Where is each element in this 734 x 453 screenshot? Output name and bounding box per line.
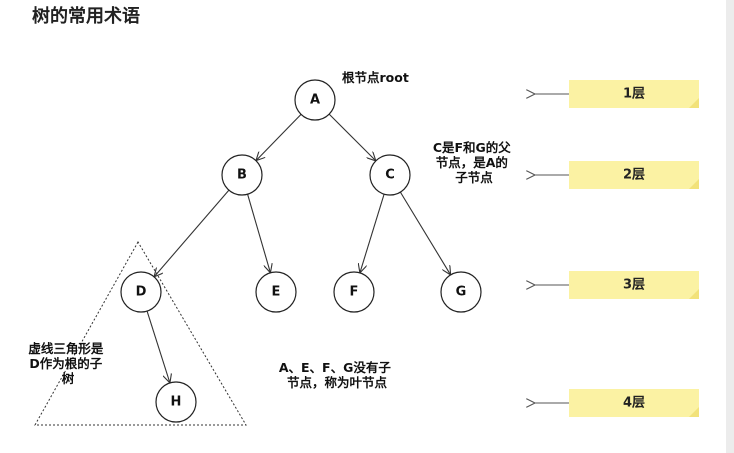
level-label: 4层 xyxy=(623,396,645,411)
node-label: E xyxy=(272,285,281,300)
parent-annotation-line-3: 子节点 xyxy=(455,170,493,185)
sticky-note xyxy=(569,389,699,417)
level-label: 1层 xyxy=(623,87,645,102)
note-fold xyxy=(689,289,699,299)
subtree-annotation-line-2: D作为根的子 xyxy=(29,356,102,371)
parent-annotation-line-1: C是F和G的父 xyxy=(433,140,511,155)
leaf-annotation: A、E、F、G没有子 节点，称为叶节点 xyxy=(279,360,395,390)
node-circle xyxy=(369,154,411,196)
node-a: A xyxy=(294,79,336,121)
level-note-4: 4层 xyxy=(534,389,699,417)
node-e: E xyxy=(255,271,297,313)
edges-layer xyxy=(146,113,450,382)
edge-d-h xyxy=(146,310,170,382)
edge-b-e xyxy=(247,194,271,272)
node-circle xyxy=(120,271,162,313)
node-label: D xyxy=(136,285,147,300)
edge-a-b xyxy=(257,113,302,160)
scrollbar-track xyxy=(726,0,734,453)
node-circle xyxy=(155,381,197,423)
level-note-2: 2层 xyxy=(534,161,699,189)
note-fold xyxy=(689,98,699,108)
node-d: D xyxy=(120,271,162,313)
page-title: 树的常用术语 xyxy=(32,6,140,27)
note-fold xyxy=(689,179,699,189)
nodes-layer: A B C D E F G H xyxy=(120,79,482,423)
subtree-triangle xyxy=(34,240,247,426)
node-label: H xyxy=(171,395,182,410)
node-label: F xyxy=(350,285,359,300)
edge-c-g xyxy=(399,191,450,274)
parent-annotation: C是F和G的父 节点，是A的 子节点 xyxy=(433,140,515,185)
edge-a-c xyxy=(328,113,375,160)
root-annotation: 根节点root xyxy=(342,70,409,85)
node-circle xyxy=(221,154,263,196)
node-circle xyxy=(440,271,482,313)
node-label: G xyxy=(456,285,467,300)
levels-layer: 1层 2层 3层 4层 xyxy=(534,80,699,417)
sticky-note xyxy=(569,80,699,108)
sticky-note xyxy=(569,271,699,299)
node-label: A xyxy=(310,93,320,108)
node-c: C xyxy=(369,154,411,196)
level-note-1: 1层 xyxy=(534,80,699,108)
leaf-annotation-line-1: A、E、F、G没有子 xyxy=(279,360,392,375)
edge-c-f xyxy=(360,193,385,272)
node-label: C xyxy=(385,168,395,183)
subtree-annotation-line-1: 虚线三角形是 xyxy=(28,341,104,356)
sticky-note xyxy=(569,161,699,189)
parent-annotation-line-2: 节点，是A的 xyxy=(436,155,508,170)
node-h: H xyxy=(155,381,197,423)
node-circle xyxy=(333,271,375,313)
node-b: B xyxy=(221,154,263,196)
level-note-3: 3层 xyxy=(534,271,699,299)
leaf-annotation-line-2: 节点，称为叶节点 xyxy=(287,375,388,390)
edge-b-d xyxy=(155,189,230,276)
node-label: B xyxy=(237,168,247,183)
subtree-annotation: 虚线三角形是 D作为根的子 树 xyxy=(28,341,107,386)
level-label: 3层 xyxy=(623,278,645,293)
subtree-annotation-line-3: 树 xyxy=(62,371,75,386)
note-fold xyxy=(689,407,699,417)
node-circle xyxy=(294,79,336,121)
node-f: F xyxy=(333,271,375,313)
node-circle xyxy=(255,271,297,313)
node-g: G xyxy=(440,271,482,313)
level-label: 2层 xyxy=(623,168,645,183)
